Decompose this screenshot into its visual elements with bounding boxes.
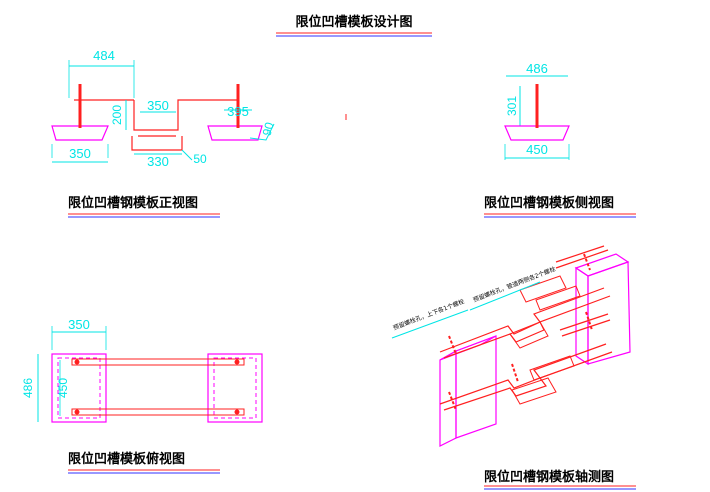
plan-dim-450: 450 — [56, 378, 70, 398]
main-title: 限位凹槽模板设计图 — [295, 14, 412, 30]
axo-left-block-front — [455, 335, 497, 439]
side-dim-450: 450 — [526, 142, 548, 157]
front-dim-90-line — [249, 123, 275, 141]
axo-left-block-side — [439, 349, 457, 447]
plan-bolt-tr — [234, 359, 240, 365]
axo-upper-groove — [509, 321, 549, 349]
plan-bar-top — [71, 358, 245, 366]
axo-bolt-2 — [448, 391, 457, 411]
axo-lower-rail-a — [439, 343, 607, 405]
front-view-title: 限位凹槽钢模板正视图 — [68, 195, 198, 211]
side-base — [504, 125, 570, 141]
axo-upper-rail-a — [439, 287, 605, 353]
plan-bolt-br — [234, 409, 240, 415]
front-dim-350-groove: 350 — [147, 98, 169, 113]
main-title-group: 限位凹槽模板设计图 — [276, 14, 432, 37]
plan-right-base — [207, 353, 263, 423]
front-groove-lower-profile — [131, 136, 183, 151]
axo-right-block-front — [587, 261, 631, 365]
axo-bolt-1 — [448, 335, 457, 355]
plan-dim-486: 486 — [21, 378, 35, 398]
front-dim-330: 330 — [147, 154, 169, 169]
axo-view: 预留螺栓孔，上下各1个螺栓 预留螺栓孔，管道两侧各2个螺栓 限位凹槽钢模板轴测图 — [391, 245, 636, 490]
axo-upper-mid-block — [519, 275, 567, 303]
front-dim-395: 395 — [227, 104, 249, 119]
side-view-title: 限位凹槽钢模板侧视图 — [484, 195, 614, 211]
front-view: 484 350 350 200 330 50 395 90 — [51, 48, 347, 218]
front-dim-50: 50 — [193, 152, 207, 166]
plan-right-base-inner — [213, 357, 257, 419]
front-groove-top-profile — [133, 99, 238, 131]
axo-lower-top-rail — [559, 313, 609, 331]
axo-note-left-leader — [391, 309, 469, 339]
axo-lower-groove — [511, 377, 557, 405]
plan-view: 350 486 450 限位凹槽模板俯视图 — [21, 317, 263, 474]
front-dim-50-leader — [181, 149, 193, 161]
plan-bolt-tl — [74, 359, 80, 365]
front-dim-90: 90 — [260, 120, 277, 137]
axo-lower-block — [529, 355, 575, 381]
axo-bolt-5 — [585, 311, 593, 331]
axo-upper-block — [535, 285, 581, 311]
axo-right-block-side — [575, 266, 589, 366]
front-right-base — [207, 125, 263, 141]
plan-left-base-inner — [57, 357, 101, 419]
axo-bolt-3 — [511, 363, 519, 383]
plan-left-base — [51, 353, 107, 423]
plan-bolt-bl — [74, 409, 80, 415]
plan-bar-bottom — [71, 408, 245, 416]
axo-lower-top-rail-b — [561, 319, 611, 337]
front-dim-350-base: 350 — [69, 146, 91, 161]
side-view: 486 301 450 限位凹槽钢模板侧视图 — [484, 61, 636, 218]
front-left-base — [51, 125, 109, 141]
front-dim-484: 484 — [93, 48, 115, 63]
axo-note-right: 预留螺栓孔，管道两侧各2个螺栓 — [472, 265, 557, 304]
side-dim-301: 301 — [505, 96, 519, 116]
plan-view-title: 限位凹槽模板俯视图 — [68, 451, 185, 467]
side-dim-486: 486 — [526, 61, 548, 76]
axo-upper-top-rail — [555, 245, 605, 263]
axo-view-title: 限位凹槽钢模板轴测图 — [484, 469, 614, 485]
axo-upper-top-rail-b — [555, 249, 609, 269]
front-dim-200: 200 — [110, 105, 124, 125]
axo-note-right-leader — [469, 281, 541, 311]
plan-dim-350: 350 — [68, 317, 90, 332]
axo-upper-rail-b — [443, 295, 611, 359]
axo-bolt-4 — [583, 253, 591, 271]
